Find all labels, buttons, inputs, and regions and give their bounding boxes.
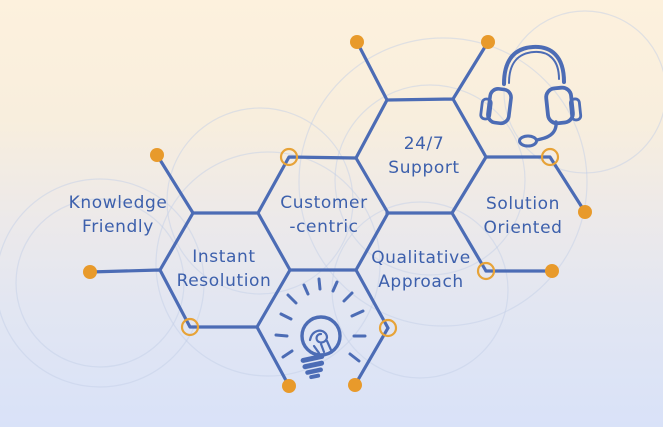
- label-line: Support: [388, 158, 460, 178]
- node-dot: [83, 265, 97, 279]
- lightbulb-icon: [274, 277, 367, 380]
- node-dot: [282, 379, 296, 393]
- label-line: Resolution: [176, 271, 272, 291]
- honeycomb-lines: [88, 40, 587, 388]
- node-dots: [83, 35, 592, 393]
- hex-edge: [88, 40, 587, 388]
- node-ring: [476, 261, 496, 281]
- node-ring: [540, 147, 560, 167]
- label-line: 24/7: [403, 134, 445, 154]
- hexagon-label-qualitative-approach: Qualitative Approach: [371, 246, 471, 294]
- lightbulb-rays: [274, 277, 367, 363]
- label-line: Qualitative: [371, 248, 471, 268]
- label-line: -centric: [289, 217, 359, 237]
- label-line: Approach: [378, 272, 464, 292]
- hexagon-label-solution-oriented: Solution Oriented: [483, 192, 562, 240]
- label-line: Solution: [485, 194, 561, 214]
- node-ring: [180, 317, 200, 337]
- hexagon-label-customer-centric: Customer -centric: [280, 191, 367, 239]
- hexagon-label-24-7-support: 24/7 Support: [388, 132, 459, 180]
- node-dot: [578, 205, 592, 219]
- background-circles: [0, 10, 663, 388]
- lightbulb-base: [300, 353, 325, 380]
- label-line: Friendly: [82, 217, 154, 237]
- label-line: Instant: [192, 247, 256, 267]
- node-rings: [180, 147, 560, 338]
- node-dot: [150, 148, 164, 162]
- headset-icon: [479, 44, 583, 148]
- node-dot: [348, 378, 362, 392]
- node-ring: [279, 147, 299, 167]
- label-line: Customer: [280, 193, 368, 213]
- node-dot: [350, 35, 364, 49]
- label-line: Knowledge: [68, 193, 168, 213]
- hexagon-label-instant-resolution: Instant Resolution: [177, 245, 272, 293]
- hexagon-label-knowledge-friendly: Knowledge Friendly: [69, 191, 168, 239]
- node-dot: [481, 35, 495, 49]
- node-ring: [378, 318, 398, 338]
- node-dot: [545, 264, 559, 278]
- label-line: Oriented: [483, 218, 563, 238]
